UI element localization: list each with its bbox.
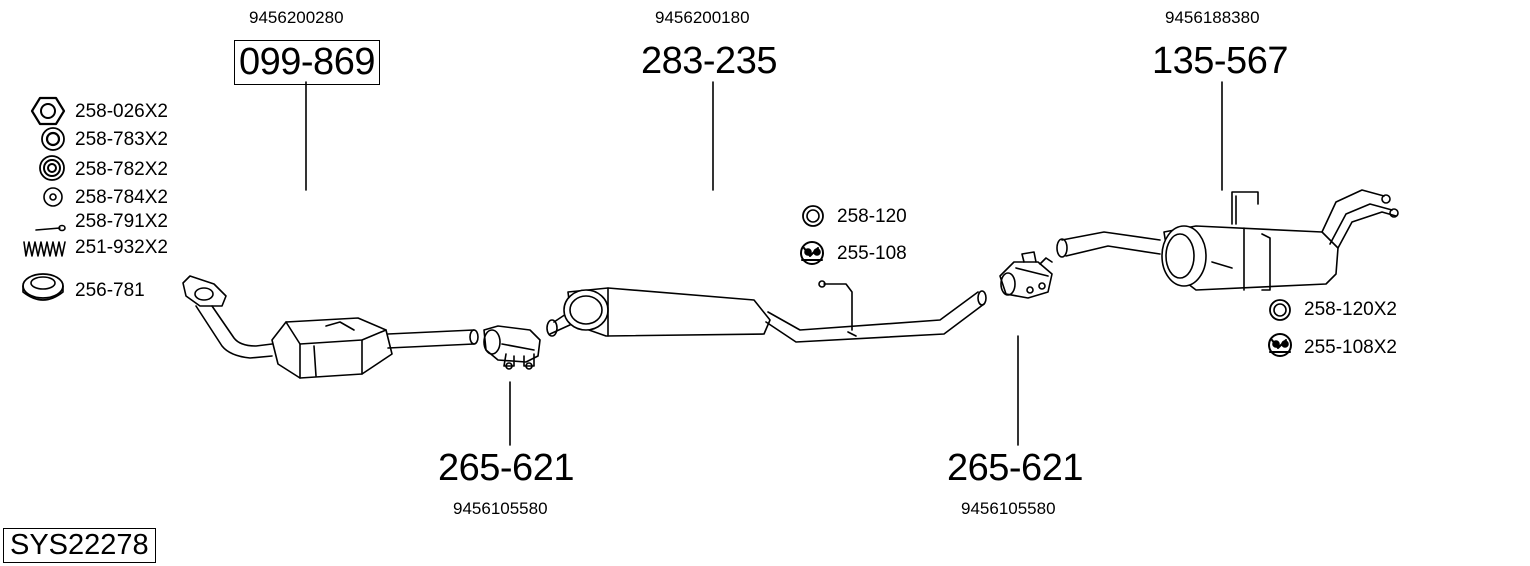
part-number-265-621-left[interactable]: 265-621	[438, 447, 574, 489]
washer-icon	[41, 127, 65, 151]
hardware-label-258-026[interactable]: 258-026X2	[75, 101, 168, 122]
spring-icon	[23, 241, 66, 257]
part-number-135-567[interactable]: 135-567	[1152, 40, 1288, 82]
rubber-mount-icon	[800, 241, 824, 265]
flat-washer-icon	[43, 187, 63, 207]
clamp-left	[483, 325, 541, 370]
bolt-icon	[35, 224, 66, 232]
ring-icon	[802, 205, 824, 227]
ring-icon	[1269, 299, 1291, 321]
system-code-label: SYS22278	[3, 528, 156, 563]
hardware-label-258-783[interactable]: 258-783X2	[75, 129, 168, 150]
spring-washer-icon	[39, 155, 65, 181]
part-number-099-869[interactable]: 099-869	[234, 40, 380, 85]
oe-number-099-869: 9456200280	[249, 8, 344, 27]
mount-label-255-108[interactable]: 255-108	[837, 243, 907, 264]
middle-silencer	[546, 280, 987, 343]
part-number-265-621-right[interactable]: 265-621	[947, 447, 1083, 489]
hardware-label-258-784[interactable]: 258-784X2	[75, 187, 168, 208]
mount-label-258-120x2[interactable]: 258-120X2	[1304, 299, 1397, 320]
oe-number-283-235: 9456200180	[655, 8, 750, 27]
mount-label-255-108x2[interactable]: 255-108X2	[1304, 337, 1397, 358]
hardware-label-258-782[interactable]: 258-782X2	[75, 159, 168, 180]
mount-label-258-120[interactable]: 258-120	[837, 206, 907, 227]
clamp-right	[999, 251, 1053, 299]
part-number-283-235[interactable]: 283-235	[641, 40, 777, 82]
catalytic-converter-pipe	[182, 275, 479, 379]
hardware-label-256-781[interactable]: 256-781	[75, 280, 145, 301]
gasket-ring-icon	[22, 273, 64, 301]
oe-number-265-621-right: 9456105580	[961, 499, 1056, 518]
hex-nut-icon	[30, 96, 66, 126]
hardware-label-258-791[interactable]: 258-791X2	[75, 211, 168, 232]
rear-silencer	[1056, 189, 1399, 291]
oe-number-135-567: 9456188380	[1165, 8, 1260, 27]
oe-number-265-621-left: 9456105580	[453, 499, 548, 518]
hardware-label-251-932[interactable]: 251-932X2	[75, 237, 168, 258]
rubber-mount-icon	[1268, 333, 1292, 357]
